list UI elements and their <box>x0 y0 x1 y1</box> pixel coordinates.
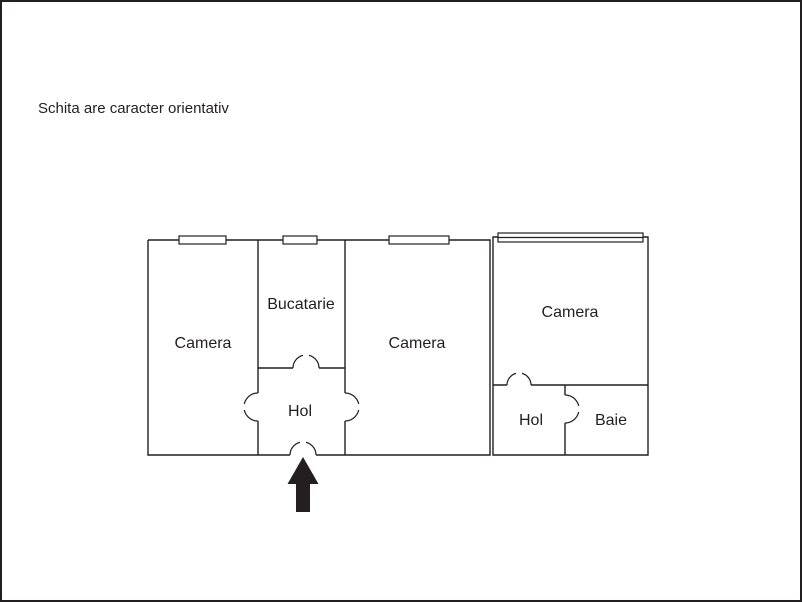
entrance-arrow-icon <box>287 457 319 512</box>
label-camera-middle: Camera <box>389 335 446 352</box>
room-labels: Camera Bucatarie Hol Camera Camera Hol B… <box>175 296 628 429</box>
door-notch <box>241 404 247 410</box>
door-notch <box>576 406 582 412</box>
label-bucatarie: Bucatarie <box>267 296 335 313</box>
window-camera-middle <box>388 235 450 245</box>
label-camera-left: Camera <box>175 335 232 352</box>
door-notch <box>300 439 306 445</box>
window-camera-left <box>178 235 227 245</box>
label-camera-right: Camera <box>542 304 599 321</box>
label-hol-center: Hol <box>288 403 312 420</box>
disclaimer-text: Schita are caracter orientativ <box>38 100 229 117</box>
walls <box>147 236 649 456</box>
label-hol-right: Hol <box>519 412 543 429</box>
door-notch <box>303 352 309 358</box>
door-notch <box>516 370 522 376</box>
label-baie: Baie <box>595 412 627 429</box>
windows <box>178 232 644 245</box>
door-notch <box>356 404 362 410</box>
window-bucatarie <box>282 235 318 245</box>
doors <box>241 352 582 456</box>
left-unit-outline <box>147 239 491 456</box>
